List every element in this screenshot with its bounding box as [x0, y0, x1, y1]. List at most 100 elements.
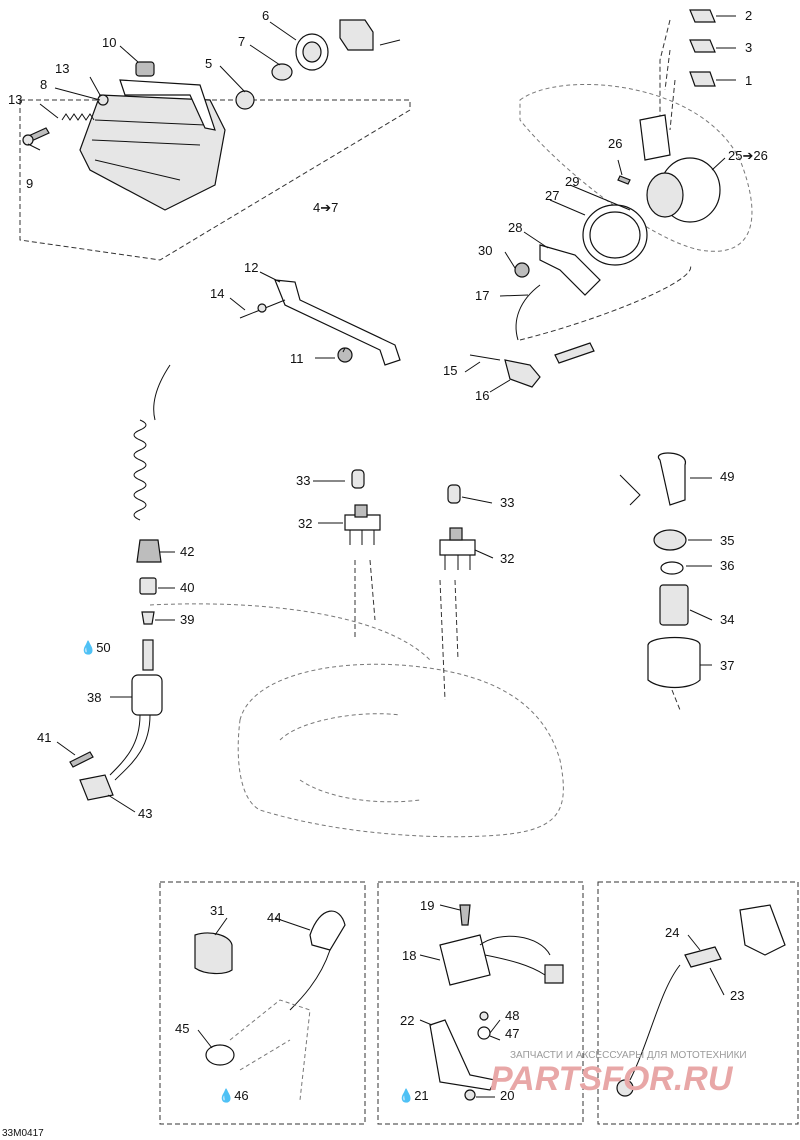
callout-4-7: 4➔7: [313, 200, 338, 215]
callout-labels: 1 2 3 4➔7 5 6 7 8 9 10 11 12 13 13 14 15…: [8, 8, 768, 1103]
callout-15: 15: [443, 363, 457, 378]
watermark-brand: PARTSFOR.RU: [490, 1060, 734, 1098]
callout-2: 2: [745, 8, 752, 23]
callout-6: 6: [262, 8, 269, 23]
callout-18: 18: [402, 948, 416, 963]
detail-left-parts: [194, 910, 346, 1101]
callout-33a: 33: [296, 473, 310, 488]
callout-32a: 32: [298, 516, 312, 531]
callout-7: 7: [238, 34, 245, 49]
callout-12: 12: [244, 260, 258, 275]
callout-25-26: 25➔26: [728, 148, 768, 163]
callout-45: 45: [175, 1021, 189, 1036]
callout-36: 36: [720, 558, 734, 573]
callout-48: 48: [505, 1008, 519, 1023]
washer-8: [97, 94, 109, 106]
callout-35: 35: [720, 533, 734, 548]
cover-37: [647, 636, 701, 689]
key-49: [657, 452, 686, 506]
detail-center-parts: [429, 904, 564, 1101]
callout-22: 22: [400, 1013, 414, 1028]
callout-47: 47: [505, 1026, 519, 1041]
callout-31: 31: [210, 903, 224, 918]
callout-14: 14: [210, 286, 224, 301]
callout-30: 30: [478, 243, 492, 258]
bracket-22: [429, 1019, 496, 1091]
lamp-44: [309, 910, 346, 951]
switch-body-34: [659, 584, 689, 626]
callout-40: 40: [180, 580, 194, 595]
callout-23: 23: [730, 988, 744, 1003]
callout-32b: 32: [500, 551, 514, 566]
toggle-switch-left: [344, 469, 381, 640]
washer-47: [477, 1026, 491, 1040]
callout-8: 8: [40, 77, 47, 92]
nut-11: [337, 347, 353, 363]
post-38: [131, 674, 163, 716]
screw-19: [459, 904, 471, 926]
switch-3: [689, 39, 716, 53]
headlamp-housing: [79, 94, 226, 211]
nut-40: [139, 577, 157, 595]
callout-42: 42: [180, 544, 194, 559]
callout-20: 20: [500, 1088, 514, 1103]
switch-1: [689, 71, 716, 87]
ring-45: [205, 1044, 235, 1066]
leader-lines: [27, 15, 736, 1098]
callout-13a: 13: [55, 61, 69, 76]
connector-23: [684, 946, 722, 968]
callout-38: 38: [87, 690, 101, 705]
callout-3: 3: [745, 40, 752, 55]
headlamp-group: [19, 19, 411, 261]
bulb-socket-10: [135, 61, 155, 77]
callout-10: 10: [102, 35, 116, 50]
callout-37: 37: [720, 658, 734, 673]
bulb-5: [235, 90, 255, 110]
callout-1: 1: [745, 73, 752, 88]
nut-35: [653, 529, 687, 551]
nut-20: [464, 1089, 476, 1101]
sensor-31: [194, 932, 233, 975]
toggle-switch-right: [439, 484, 476, 701]
callout-46: 💧46: [218, 1088, 249, 1103]
retainer-7: [271, 63, 293, 81]
callout-5: 5: [205, 56, 212, 71]
callout-21: 💧21: [398, 1088, 429, 1103]
diagram-code: 33M0417: [2, 1128, 44, 1139]
detail-box-center: [377, 881, 584, 1125]
callout-41: 41: [37, 730, 51, 745]
console-outline: [237, 663, 564, 838]
callout-16: 16: [475, 388, 489, 403]
watermark-tagline: ЗАПЧАСТИ И АКСЕССУАРЫ ДЛЯ МОТОТЕХНИКИ: [510, 1050, 747, 1061]
spring-13: [61, 113, 95, 121]
connector-6: [339, 19, 374, 51]
connector-43: [79, 774, 114, 801]
cap-42: [136, 539, 162, 563]
callout-26: 26: [608, 136, 622, 151]
detail-box-left: [159, 881, 366, 1125]
callout-11: 11: [290, 351, 304, 366]
callout-9: 9: [26, 176, 33, 191]
callout-33b: 33: [500, 495, 514, 510]
callout-34: 34: [720, 612, 734, 627]
callout-50: 💧50: [80, 640, 111, 655]
fitting-39: [141, 611, 155, 625]
bracket-group: [239, 279, 401, 366]
pin-15: [469, 354, 501, 361]
callout-24: 24: [665, 925, 679, 940]
coil-cord: [133, 419, 147, 521]
detail-right-parts: [616, 904, 786, 1097]
washer-36: [660, 561, 684, 575]
nut-48: [479, 1011, 489, 1021]
cable-17: [515, 284, 541, 341]
switch-2: [689, 9, 716, 23]
gauge-group: [469, 9, 753, 388]
callout-17: 17: [475, 288, 489, 303]
callout-43: 43: [138, 806, 152, 821]
callout-28: 28: [508, 220, 522, 235]
callout-13b: 13: [8, 92, 22, 107]
module-24: [739, 904, 786, 956]
bracket-28: [539, 244, 601, 296]
detail-box-right: [597, 881, 799, 1125]
tether-group: [69, 364, 171, 801]
